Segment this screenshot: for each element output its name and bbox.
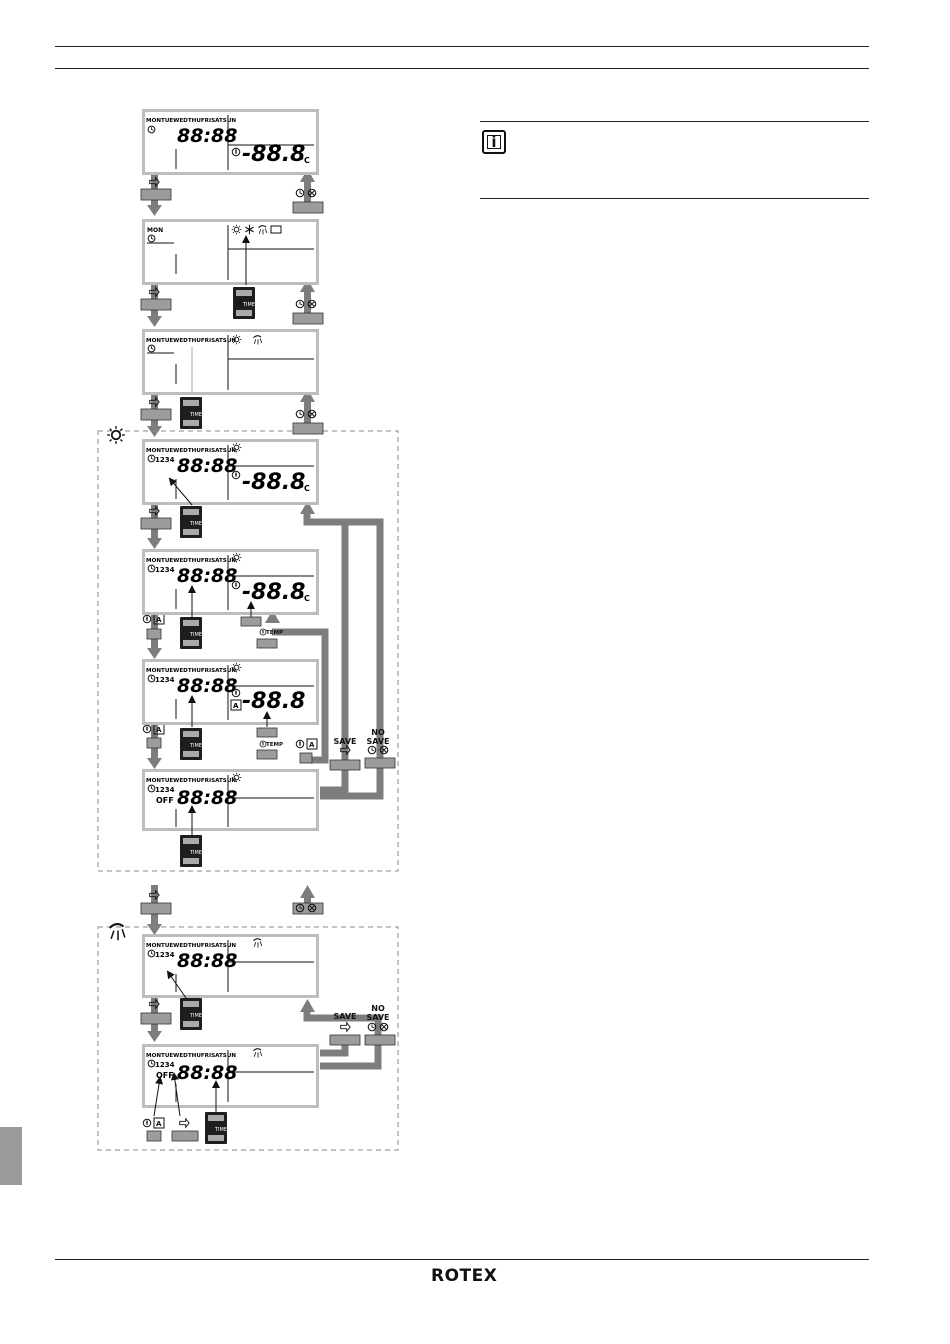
svg-text:OFF: OFF: [156, 1071, 174, 1080]
svg-text:TIMER: TIMER: [189, 632, 206, 638]
svg-text:1234: 1234: [155, 951, 175, 959]
svg-text:°C: °C: [300, 484, 310, 493]
svg-text:-88.8: -88.8: [242, 470, 305, 495]
svg-text:88:88: 88:88: [177, 950, 237, 972]
svg-text:A: A: [233, 702, 239, 710]
header-rule-bottom: [55, 68, 869, 69]
svg-text:TIMER: TIMER: [189, 521, 206, 527]
svg-text:MONTUEWEDTHUFRISATSUN: MONTUEWEDTHUFRISATSUN: [146, 338, 236, 344]
header-rule-top: [55, 46, 869, 47]
svg-text:MONTUEWEDTHUFRISATSUN: MONTUEWEDTHUFRISATSUN: [146, 778, 236, 784]
lcd-panel-9: MONTUEWEDTHUFRISATSUN 1234 OFF 88:88: [142, 1044, 319, 1117]
svg-text:OFF: OFF: [156, 796, 174, 805]
svg-text:MONTUEWEDTHUFRISATSUN: MONTUEWEDTHUFRISATSUN: [146, 558, 236, 564]
svg-text:TIMER: TIMER: [189, 743, 206, 749]
svg-text:°C: °C: [300, 594, 310, 603]
svg-text:SAVE: SAVE: [366, 737, 389, 746]
right-flow-arrows: [300, 169, 315, 907]
hotwater-mode-icon: [108, 923, 126, 942]
page-side-tab: [0, 1127, 22, 1185]
heating-mode-icon: [106, 425, 126, 445]
svg-text:88:88: 88:88: [177, 1062, 237, 1084]
svg-text:TIMER: TIMER: [242, 302, 259, 308]
svg-text:TIMER: TIMER: [189, 1013, 206, 1019]
footer-rule: [55, 1259, 869, 1260]
lcd-panel-2: MON: [142, 219, 319, 285]
svg-text:MONTUEWEDTHUFRISATSUN: MONTUEWEDTHUFRISATSUN: [146, 943, 236, 949]
svg-text:88:88: 88:88: [177, 455, 237, 477]
svg-text:TEMP: TEMP: [266, 630, 283, 636]
svg-text:°C: °C: [300, 156, 310, 165]
svg-text:88:88: 88:88: [177, 565, 237, 587]
svg-text:1234: 1234: [155, 566, 175, 574]
svg-text:TEMP: TEMP: [266, 742, 283, 748]
svg-text:1234: 1234: [155, 786, 175, 794]
save-label: SAVE: [333, 737, 356, 746]
lcd-panel-1: MONTUEWEDTHUFRISATSUN 88:88 -88.8 °C: [142, 109, 319, 175]
svg-text:TIMER: TIMER: [214, 1127, 231, 1133]
svg-text:88:88: 88:88: [177, 125, 237, 147]
svg-text:MONTUEWEDTHUFRISATSUN: MONTUEWEDTHUFRISATSUN: [146, 448, 236, 454]
svg-text:TIMER: TIMER: [189, 412, 206, 418]
svg-text:-88.8: -88.8: [242, 580, 305, 605]
svg-text:MONTUEWEDTHUFRISATSUN: MONTUEWEDTHUFRISATSUN: [146, 668, 236, 674]
svg-text:A: A: [309, 741, 315, 749]
svg-text:1234: 1234: [155, 1061, 175, 1069]
svg-text:-88.8: -88.8: [242, 142, 305, 167]
no-save-label: NO: [371, 728, 385, 737]
svg-text:TIMER: TIMER: [189, 850, 206, 856]
heating-group-box: [97, 430, 399, 872]
lcd-panel-7: MONTUEWEDTHUFRISATSUN 1234 OFF 88:88: [142, 769, 319, 837]
lcd-panel-5: MONTUEWEDTHUFRISATSUN 1234 88:88 -88.8 °…: [142, 549, 319, 617]
save-label-hw: SAVE: [333, 1012, 356, 1021]
info-icon: [482, 130, 506, 154]
lcd-panel-3: MONTUEWEDTHUFRISATSUN: [142, 329, 319, 395]
info-box-bottom-rule: [480, 198, 869, 199]
svg-text:MON: MON: [147, 227, 163, 234]
svg-text:A: A: [156, 1120, 162, 1128]
svg-text:SAVE: SAVE: [366, 1013, 389, 1022]
svg-text:88:88: 88:88: [177, 675, 237, 697]
svg-text:1234: 1234: [155, 456, 175, 464]
svg-text:MONTUEWEDTHUFRISATSUN: MONTUEWEDTHUFRISATSUN: [146, 118, 236, 124]
svg-text:-88.8: -88.8: [242, 689, 305, 714]
svg-text:88:88: 88:88: [177, 787, 237, 809]
return-loops: [272, 512, 384, 1070]
svg-text:1234: 1234: [155, 676, 175, 684]
lcd-panel-6: MONTUEWEDTHUFRISATSUN 1234 88:88 A -88.8: [142, 659, 319, 727]
info-box-top-rule: [480, 121, 869, 122]
lcd-panel-4: MONTUEWEDTHUFRISATSUN 1234 88:88 -88.8 °…: [142, 439, 319, 506]
svg-text:A: A: [156, 726, 162, 734]
svg-text:A: A: [156, 616, 162, 624]
rotex-logo: ROTEX: [431, 1266, 498, 1286]
timer-keys: TIMER TIMER TIMER TIMER TIMER TIMER TIME…: [180, 287, 259, 1144]
svg-text:MONTUEWEDTHUFRISATSUN: MONTUEWEDTHUFRISATSUN: [146, 1053, 236, 1059]
no-save-label-hw: NO: [371, 1004, 385, 1013]
lcd-panel-8: MONTUEWEDTHUFRISATSUN 1234 88:88: [142, 934, 319, 999]
